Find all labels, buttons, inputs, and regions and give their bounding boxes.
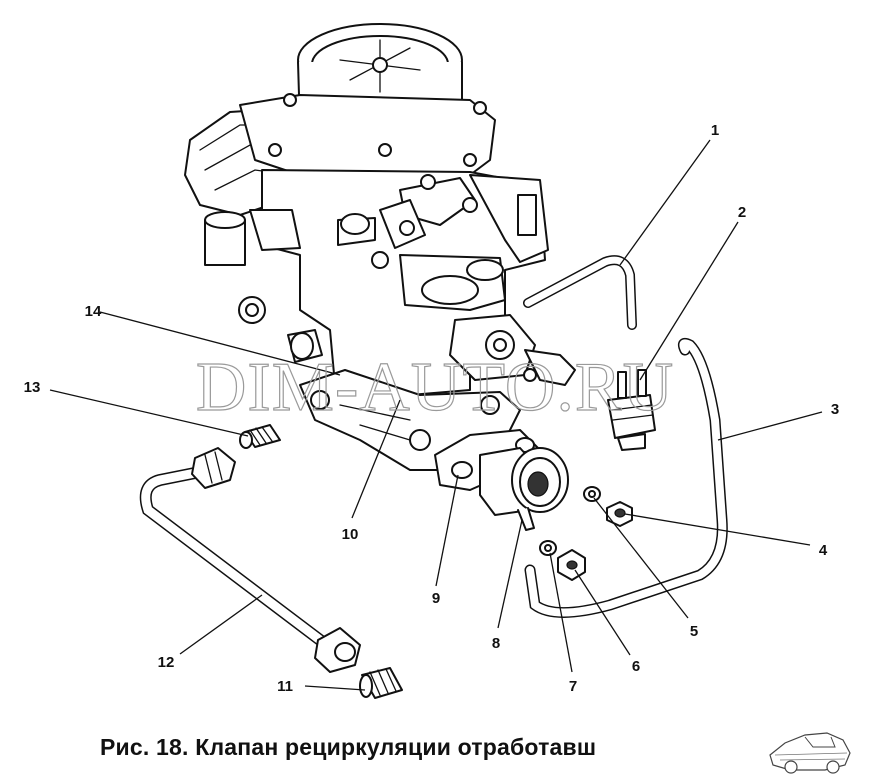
callout-5: 5 — [690, 623, 698, 640]
callout-14: 14 — [85, 303, 102, 320]
truck-logo-icon — [769, 732, 851, 774]
fasteners — [539, 486, 633, 581]
watermark-text: DIM-AUTO.RU — [196, 349, 674, 426]
callout-2: 2 — [738, 204, 746, 221]
callout-1: 1 — [711, 122, 719, 139]
callout-6: 6 — [632, 658, 640, 675]
figure-caption: Рис. 18. Клапан рециркуляции отработавш — [100, 734, 597, 760]
fitting-13 — [239, 424, 281, 449]
callout-11: 11 — [277, 678, 293, 695]
callout-7: 7 — [569, 678, 577, 695]
callout-12: 12 — [158, 654, 175, 671]
hose-1 — [523, 255, 637, 330]
thermo-valve — [607, 369, 656, 451]
callout-8: 8 — [492, 635, 500, 652]
carburetor-assembly — [184, 23, 576, 471]
callout-3: 3 — [831, 401, 839, 418]
hose-3 — [524, 337, 728, 618]
callout-13: 13 — [24, 379, 41, 396]
leader-lines — [49, 139, 823, 691]
fitting-11 — [359, 667, 403, 699]
callout-numbers: 1 2 3 4 5 6 7 8 9 10 11 12 13 14 — [24, 122, 840, 695]
egr-valve — [434, 429, 569, 531]
callout-4: 4 — [819, 542, 828, 559]
tube-12 — [139, 447, 361, 673]
callout-10: 10 — [342, 526, 359, 543]
callout-9: 9 — [432, 590, 440, 607]
